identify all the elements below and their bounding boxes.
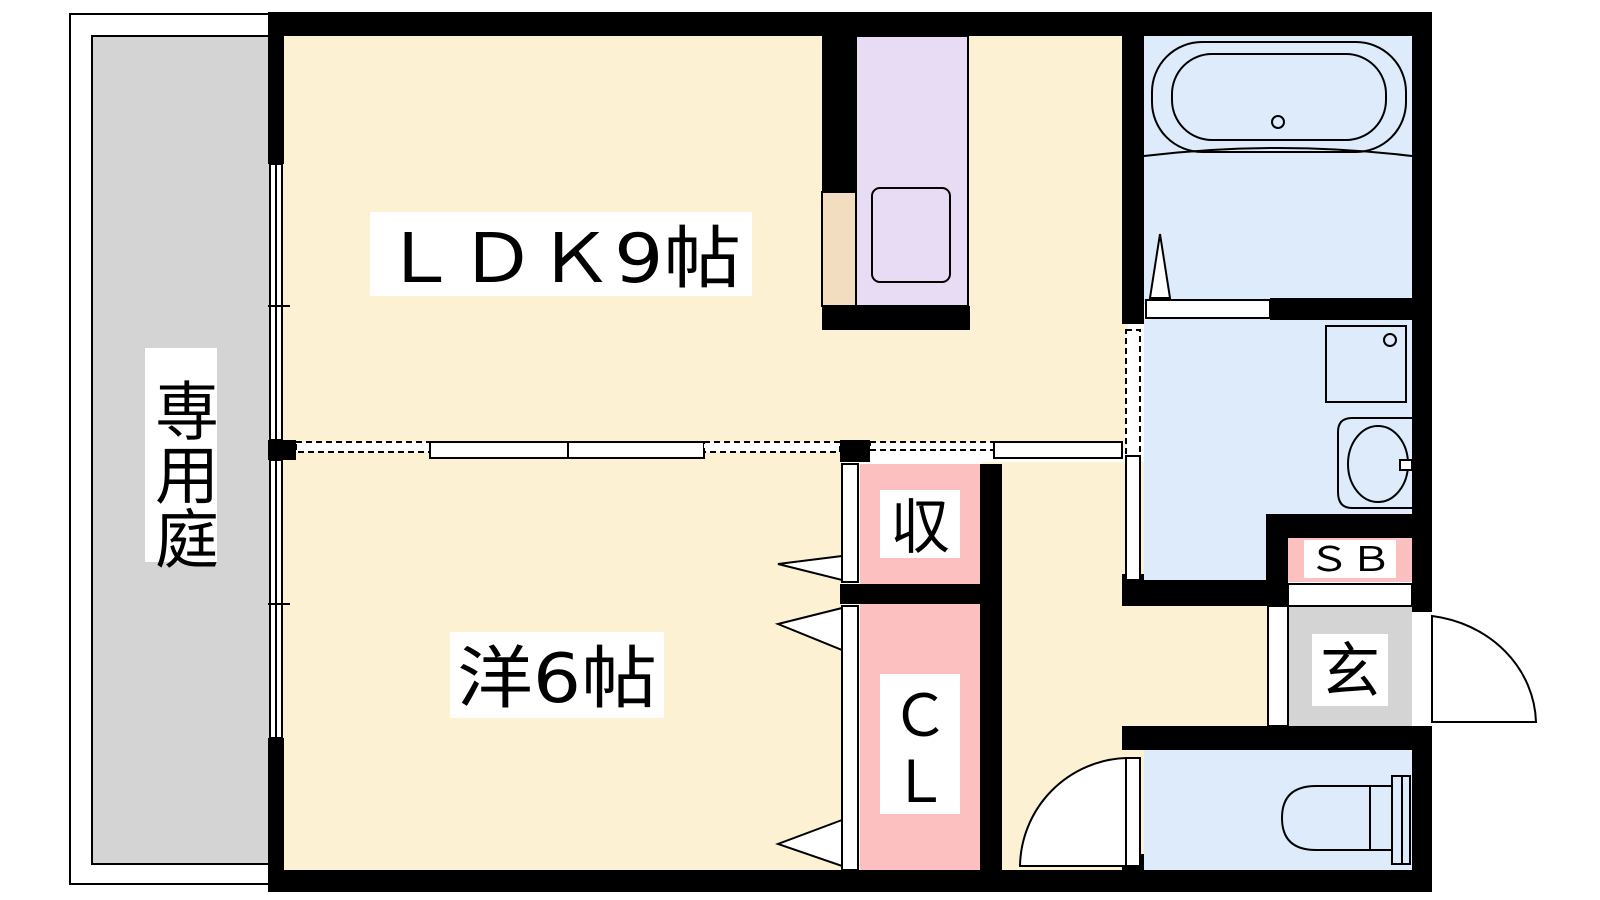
wall-top (268, 12, 1432, 36)
bath-folding-door[interactable] (1148, 233, 1172, 299)
divider-post-left (284, 440, 296, 460)
wall-right-lower (1412, 726, 1432, 892)
closet-label-bg (880, 674, 960, 814)
shoebox-label-bg (1304, 540, 1396, 578)
bathtub-inner-icon (1171, 53, 1387, 141)
toilet-door-frame (1125, 757, 1141, 867)
sliding-doors (295, 441, 1123, 459)
wall-right-upper (1412, 12, 1432, 612)
sliding-door-3[interactable] (567, 441, 705, 459)
ldk-label-bg (370, 212, 752, 296)
washroom-sliding-door[interactable] (1125, 455, 1141, 581)
closet-folding-door-lower[interactable] (775, 818, 843, 868)
room-labels: ＬＤＫ9帖 洋6帖 専用庭 収 Ｃ Ｌ ＳＢ 玄 (144, 212, 1396, 816)
wall-left-lower (268, 738, 284, 892)
wall-bottom (268, 870, 1432, 892)
closet-folding-door-upper[interactable] (774, 606, 843, 652)
entrance-label: 玄 (1320, 637, 1380, 707)
entrance-step (1267, 605, 1289, 727)
bath-wall-left-upper (1122, 34, 1144, 324)
wash-basin-icon (1337, 417, 1412, 509)
sliding-door-6[interactable] (993, 441, 1123, 459)
front-door-swing[interactable] (1431, 614, 1538, 723)
bath-fixtures (1143, 41, 1413, 319)
storage-label: 収 (890, 493, 950, 563)
garden-label: 専用庭 (144, 378, 218, 570)
divider-post-center (840, 440, 870, 462)
shoebox-wall-left (1266, 514, 1288, 606)
yo-label-bg (450, 632, 664, 718)
windows (268, 163, 290, 739)
washroom-fixtures (1125, 325, 1413, 581)
kitchen-wall-vertical (822, 34, 856, 192)
sliding-door-2[interactable] (429, 441, 569, 459)
bathroom-floor (1144, 34, 1414, 304)
wall-left-mid (268, 440, 284, 460)
shoebox-label: ＳＢ (1308, 540, 1392, 580)
sliding-door-4[interactable] (703, 441, 841, 453)
sink-icon (871, 187, 951, 283)
bath-floor-edge (1143, 147, 1413, 157)
washing-machine-knob-icon (1383, 333, 1397, 347)
toilet-fixtures (1018, 756, 1411, 867)
ldk-label: ＬＤＫ9帖 (381, 220, 741, 299)
yo-label: 洋6帖 (457, 640, 657, 719)
walls (268, 12, 1432, 892)
bath-washroom-divider (1270, 298, 1414, 320)
shoebox-wall-top (1266, 514, 1414, 538)
toilet-door-swing[interactable] (1018, 756, 1127, 867)
toilet-icon (1280, 785, 1393, 851)
kitchen-side-counter (821, 191, 857, 307)
toilet-wall-left (1122, 726, 1144, 746)
sliding-door-1[interactable] (295, 441, 431, 453)
washroom-door-frame (1125, 329, 1141, 459)
kitchen-wall-bottom (822, 306, 970, 330)
washing-machine-icon (1325, 325, 1407, 403)
storage-door-frame (841, 463, 859, 583)
toilet-wall-top (1122, 726, 1414, 750)
closet-label-l: Ｌ (891, 748, 949, 816)
closet-label-c: Ｃ (891, 682, 949, 750)
storage-folding-door[interactable] (777, 554, 843, 582)
shoebox-shelf (1287, 583, 1413, 607)
private-garden (69, 13, 273, 885)
bath-door-threshold (1145, 299, 1271, 319)
storage-wall-right (980, 464, 1002, 872)
bathtub-drain-icon (1271, 115, 1285, 129)
entrance-fixtures (1267, 583, 1538, 727)
garden-label-bg (145, 348, 217, 562)
sliding-door-5[interactable] (869, 441, 995, 451)
washroom-wall-bottom (1122, 580, 1286, 606)
storage-label-bg (880, 490, 960, 558)
closet-door-frame (841, 605, 859, 871)
closet-doors (774, 463, 859, 871)
faucet-icon (1399, 459, 1413, 471)
wall-left-upper (268, 12, 284, 164)
storage-closet-divider (840, 584, 1002, 604)
toilet-floor (1144, 748, 1414, 872)
entrance-label-bg (1312, 634, 1388, 706)
bathtub-outer-icon (1151, 41, 1407, 153)
